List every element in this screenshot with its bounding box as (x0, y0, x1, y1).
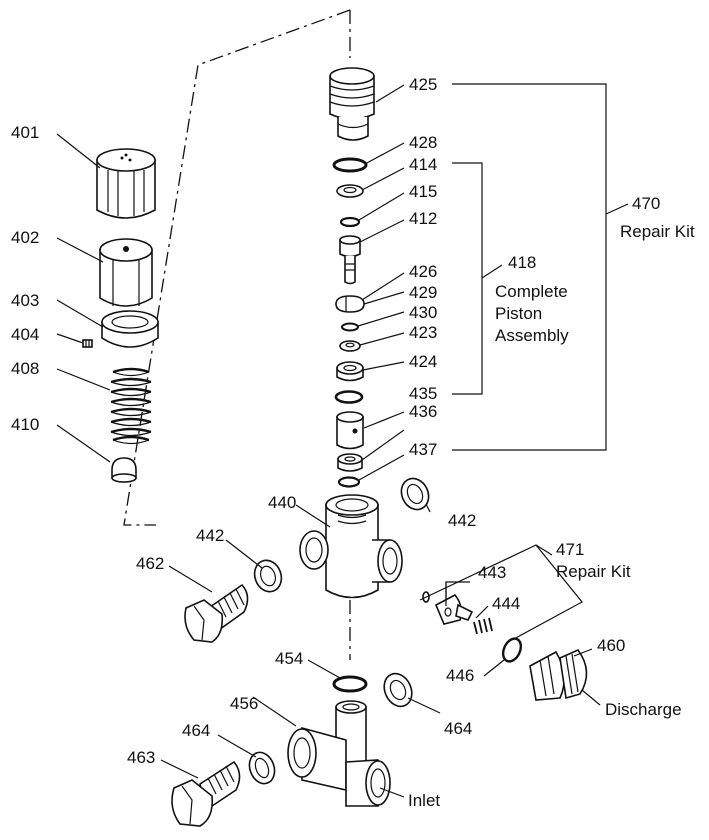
label-423: 423 (409, 323, 437, 342)
part-402-cap-nut (99, 238, 153, 307)
part-437-o-ring (337, 476, 361, 488)
label-471-repair-kit: Repair Kit (556, 562, 631, 581)
label-discharge: Discharge (605, 700, 682, 719)
label-412: 412 (409, 209, 437, 228)
label-429: 429 (409, 283, 437, 302)
part-labels: 401 402 403 404 408 410 425 428 414 415 … (11, 75, 695, 810)
part-444-spring (473, 617, 493, 635)
label-442-left: 442 (196, 526, 224, 545)
part-424-seal (336, 361, 364, 382)
part-464-washer-left (248, 751, 276, 785)
part-462-banjo-bolt (184, 583, 249, 643)
label-404: 404 (11, 325, 39, 344)
part-428-o-ring (332, 157, 368, 173)
label-425: 425 (409, 75, 437, 94)
label-414: 414 (409, 155, 437, 174)
label-435: 435 (409, 384, 437, 403)
label-437: 437 (409, 440, 437, 459)
part-408-spring (110, 367, 152, 445)
part-425-plug (329, 67, 375, 141)
label-assembly: Assembly (495, 326, 569, 345)
part-430-o-ring (341, 322, 359, 332)
label-460: 460 (597, 636, 625, 655)
label-415: 415 (409, 182, 437, 201)
part-410-spring-seat (111, 457, 137, 483)
part-446-o-ring (501, 637, 523, 663)
label-402: 402 (11, 228, 39, 247)
part-423-washer (339, 340, 361, 352)
label-410: 410 (11, 415, 39, 434)
label-424: 424 (409, 352, 437, 371)
part-414-washer (336, 184, 364, 198)
part-412-piston (339, 235, 361, 285)
label-463: 463 (127, 748, 155, 767)
part-443-small-o-ring (422, 591, 430, 603)
label-442-right: 442 (448, 511, 476, 530)
part-404-set-screw (82, 339, 93, 348)
part-443-poppet (434, 593, 474, 625)
part-442-washer-right (400, 477, 430, 511)
label-444: 444 (492, 594, 520, 613)
label-464-right: 464 (444, 719, 472, 738)
label-446: 446 (446, 666, 474, 685)
part-440-valve-body (299, 494, 403, 599)
part-456-inlet-tee (287, 700, 391, 807)
label-inlet: Inlet (408, 791, 440, 810)
label-464-left: 464 (182, 721, 210, 740)
part-437-seat (337, 453, 363, 472)
assembly-center-lines (123, 9, 351, 660)
label-470-repair-kit: Repair Kit (620, 222, 695, 241)
label-454: 454 (275, 649, 303, 668)
label-408: 408 (11, 359, 39, 378)
label-403: 403 (11, 291, 39, 310)
label-430: 430 (409, 303, 437, 322)
leader-lines (56, 83, 629, 798)
label-418: 418 (508, 253, 536, 272)
part-464-washer-right (383, 672, 413, 708)
part-436-sleeve (336, 411, 364, 450)
label-436: 436 (409, 402, 437, 421)
part-426-retainer (335, 295, 365, 313)
label-complete: Complete (495, 282, 568, 301)
label-471: 471 (556, 540, 584, 559)
part-454-o-ring (332, 675, 368, 693)
label-443: 443 (478, 563, 506, 582)
label-426: 426 (409, 262, 437, 281)
label-428: 428 (409, 133, 437, 152)
label-470: 470 (632, 194, 660, 213)
part-415-o-ring (339, 216, 361, 228)
label-piston: Piston (495, 304, 542, 323)
label-401: 401 (11, 123, 39, 142)
part-401-knob (96, 148, 156, 219)
label-456: 456 (230, 694, 258, 713)
label-462: 462 (136, 554, 164, 573)
label-440: 440 (268, 493, 296, 512)
part-463-banjo-bolt (171, 760, 241, 827)
part-403-lock-ring (101, 310, 159, 348)
part-435-o-ring (334, 390, 364, 404)
part-460-discharge-fitting (529, 649, 588, 701)
